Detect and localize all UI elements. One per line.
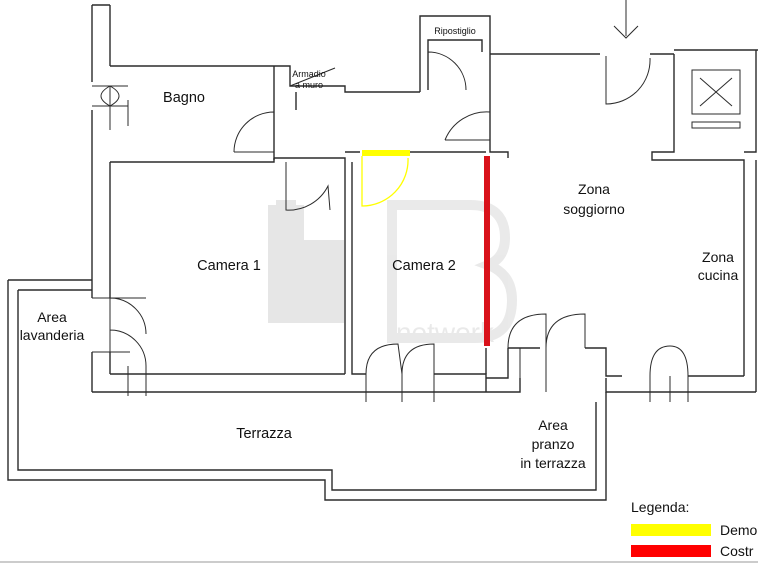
entrance-door [605, 0, 651, 105]
room-camera1: Camera 1 [197, 258, 261, 274]
room-camera2: Camera 2 [392, 258, 456, 274]
room-area-lavanderia-line2: lavanderia [20, 327, 85, 343]
room-area-pranzo-line3: in terrazza [520, 455, 586, 471]
legend-title: Legenda: [631, 499, 689, 515]
room-armadio-line2: a muro [295, 80, 323, 90]
room-zona-soggiorno-line1: Zona [578, 181, 610, 197]
bagno-door [233, 111, 275, 153]
construction-mark [484, 156, 490, 346]
room-terrazza: Terrazza [236, 426, 293, 442]
room-zona-cucina-line1: Zona [702, 249, 734, 265]
legend: Legenda: Demo Costr [631, 499, 758, 559]
legend-label-demolition: Demo [720, 522, 758, 538]
room-area-pranzo-line1: Area [538, 417, 568, 433]
camera2-window [365, 343, 435, 402]
chimney-icon [691, 69, 741, 129]
walls [7, 4, 758, 501]
lavanderia-door [92, 297, 147, 396]
watermark-text: network [396, 317, 495, 348]
legend-swatch-construction [631, 545, 711, 557]
soggiorno-window [507, 313, 586, 392]
room-armadio-line1: Armadio [292, 69, 326, 79]
room-zona-soggiorno-line2: soggiorno [563, 201, 625, 217]
doors [92, 0, 741, 402]
watermark-building-icon [268, 200, 344, 323]
room-bagno: Bagno [163, 90, 205, 106]
ripostiglio-door [427, 51, 467, 91]
room-labels: Bagno Armadio a muro Ripostiglio Zona so… [20, 26, 739, 471]
room-ripostiglio: Ripostiglio [434, 26, 476, 36]
room-area-lavanderia-line1: Area [37, 309, 67, 325]
cucina-window [649, 345, 689, 402]
armadio-marker [289, 67, 336, 87]
legend-label-construction: Costr [720, 543, 754, 559]
room-zona-cucina-line2: cucina [698, 267, 739, 283]
corridor-door [444, 96, 491, 141]
demolished-door-arc [361, 156, 409, 207]
room-area-pranzo-line2: pranzo [532, 436, 575, 452]
legend-swatch-demolition [631, 524, 711, 536]
demolition-mark [362, 150, 410, 156]
camera1-door [285, 162, 331, 211]
watermark: network [268, 200, 518, 348]
